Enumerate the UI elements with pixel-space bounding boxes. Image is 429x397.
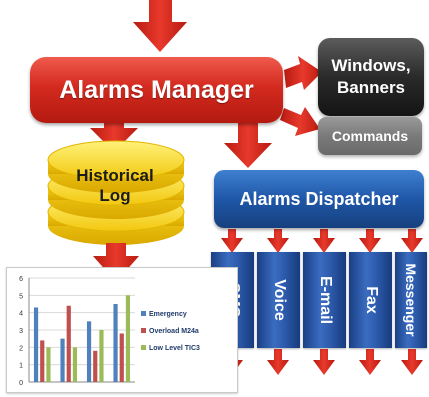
arrow-to-log [90, 114, 138, 152]
channel-input-arrows [221, 229, 423, 253]
channel-in-arrow-4 [401, 229, 423, 253]
y-tick-label: 5 [19, 293, 23, 300]
historical-label: Historical [76, 166, 154, 185]
y-tick-label: 0 [19, 380, 23, 387]
log-label: Log [99, 186, 131, 205]
arrow-to-dispatcher [224, 118, 272, 168]
channel-voice: Voice [257, 252, 300, 348]
input-arrow [133, 0, 187, 52]
channel-in-arrow-1 [267, 229, 289, 253]
bar-overload-m24a [93, 350, 98, 382]
bar-overload-m24a [119, 333, 124, 382]
bar-emergency [86, 321, 92, 382]
alarms-dispatcher-label: Alarms Dispatcher [239, 188, 399, 209]
channel-output-arrows [221, 349, 423, 375]
channel-messenger-label: Messenger [403, 263, 419, 337]
channel-in-arrow-3 [359, 229, 381, 253]
y-tick-label: 1 [19, 363, 23, 370]
channel-fax-label: Fax [362, 286, 380, 314]
legend-swatch [141, 345, 146, 350]
channel-out-arrow-4 [401, 349, 423, 375]
bar-low-level-tic3 [99, 330, 104, 382]
legend-label: Overload M24a [149, 328, 199, 335]
y-tick-label: 4 [19, 311, 23, 318]
channel-in-arrow-0 [221, 229, 243, 253]
y-tick-label: 3 [19, 328, 23, 335]
arrow-to-chart [93, 243, 139, 282]
alarms-manager-box: Alarms Manager [30, 57, 283, 123]
arrow-to-commands [280, 107, 320, 136]
legend-label: Emergency [149, 311, 187, 318]
commands-label: Commands [331, 128, 409, 144]
channel-out-arrow-1 [267, 349, 289, 375]
windows-banners-box: Windows, Banners [318, 38, 424, 116]
channel-fax: Fax [349, 252, 392, 348]
legend-swatch [141, 328, 146, 333]
channel-email-label: E-mail [316, 275, 334, 325]
y-tick-label: 6 [19, 276, 23, 283]
alarms-dispatcher-box: Alarms Dispatcher [214, 170, 424, 228]
channel-email: E-mail [303, 252, 346, 348]
channel-out-arrow-3 [359, 349, 381, 375]
arrow-to-windows [284, 56, 322, 90]
banners-label: Banners [336, 78, 406, 97]
bar-overload-m24a [40, 340, 45, 382]
commands-box: Commands [318, 117, 422, 155]
historical-log-label: Historical Log [50, 166, 180, 206]
bar-emergency [113, 304, 118, 382]
channel-voice-label: Voice [270, 279, 288, 321]
legend-label: Low Level TIC3 [149, 345, 200, 352]
channel-out-arrow-2 [313, 349, 335, 375]
windows-label: Windows, [331, 56, 411, 75]
bar-low-level-tic3 [125, 295, 131, 382]
bar-emergency [60, 338, 65, 382]
channel-in-arrow-2 [313, 229, 335, 253]
bar-overload-m24a [66, 305, 71, 382]
legend-swatch [141, 311, 146, 316]
y-tick-label: 2 [19, 345, 23, 352]
bar-low-level-tic3 [72, 347, 78, 382]
log-database-icon [47, 140, 185, 245]
bar-emergency [33, 307, 39, 382]
bar-low-level-tic3 [46, 347, 51, 382]
alarms-manager-label: Alarms Manager [59, 75, 254, 104]
channel-messenger: Messenger [395, 252, 427, 348]
